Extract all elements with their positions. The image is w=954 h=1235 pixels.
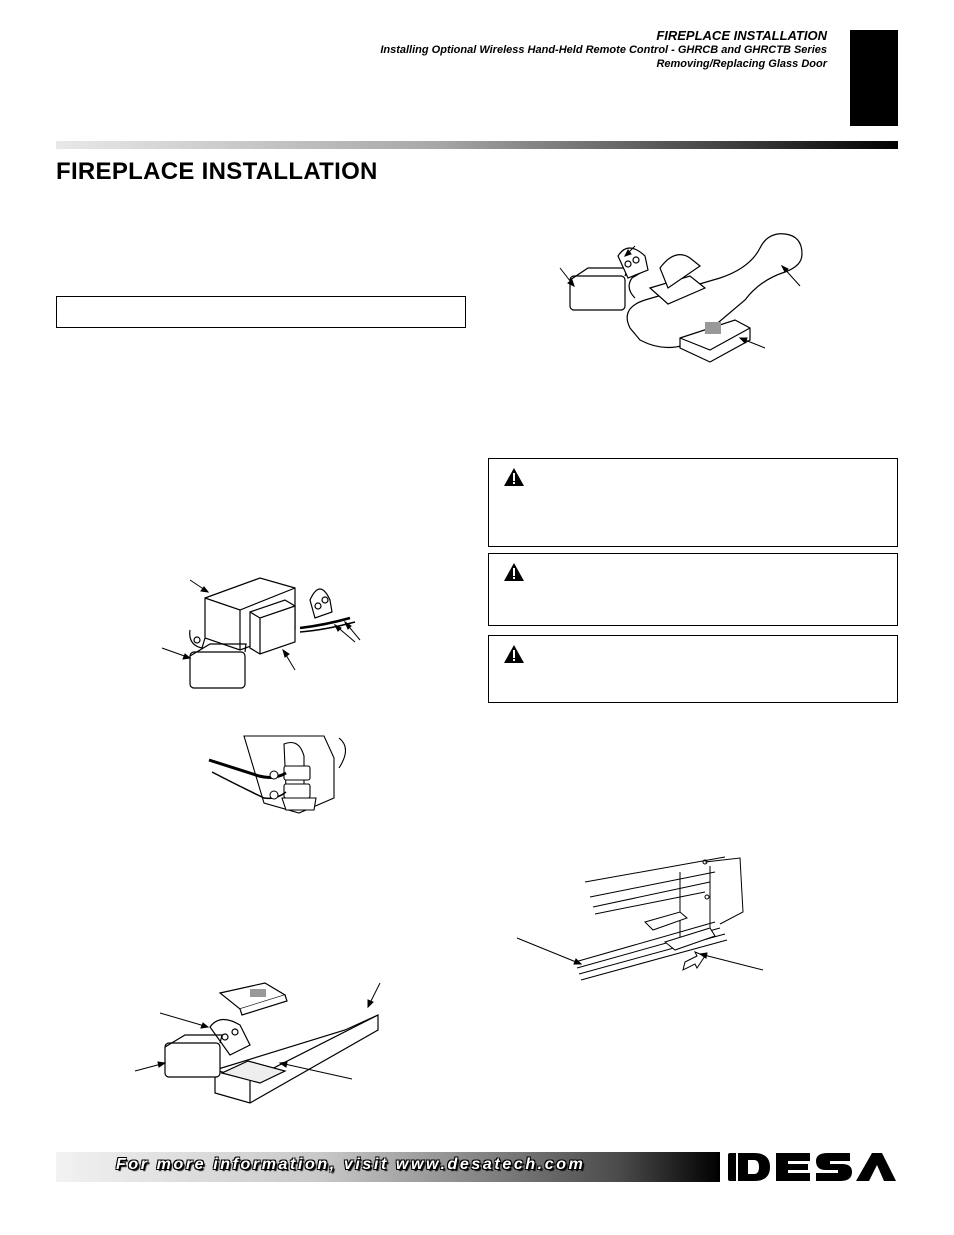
warning-box-3 [488,635,898,703]
warning-triangle-icon [504,468,524,486]
warning-triangle-icon [504,645,524,663]
remote-battery-figure [559,233,803,363]
transmitter-battery-figure [134,982,381,1104]
header-title: FIREPLACE INSTALLATION [656,28,827,43]
header-subtitle-2: Removing/Replacing Glass Door [656,58,827,70]
desa-logo [728,1153,896,1181]
warning-box-1 [488,458,898,547]
warning-triangle-icon [504,563,524,581]
section-tab-marker [850,30,898,126]
glass-door-figure [516,856,764,981]
running-header: FIREPLACE INSTALLATION Installing Option… [380,28,827,71]
wire-terminal-figure [208,735,347,814]
header-rule [56,141,898,149]
footer-banner: For more information, visit www.desatech… [56,1152,720,1182]
warning-box-2 [488,553,898,626]
header-subtitle-1: Installing Optional Wireless Hand-Held R… [380,44,827,56]
note-box [56,296,466,328]
page-title: FIREPLACE INSTALLATION [56,158,378,185]
footer-website-text: For more information, visit www.desatech… [116,1156,586,1173]
receiver-battery-figure [161,577,361,689]
